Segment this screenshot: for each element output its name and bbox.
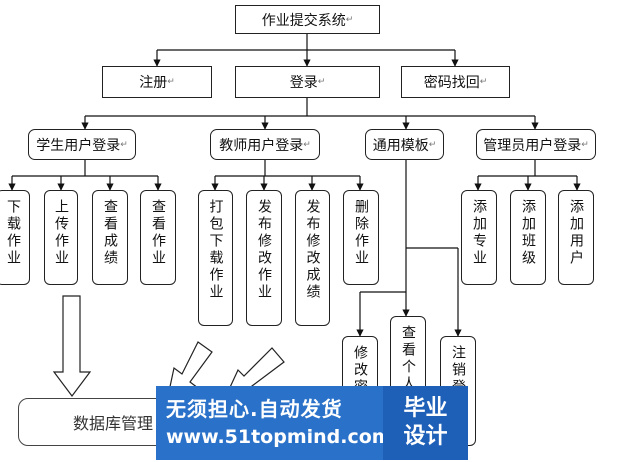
publish-edit-grades-node: 发布修改成绩 xyxy=(295,190,330,326)
general-template-label: 通用模板 xyxy=(372,137,429,154)
paragraph-mark: ↵ xyxy=(167,77,175,87)
watermark-banner: 无须担心.自动发货 www.51topmind.com 毕业 设计 xyxy=(156,386,468,460)
student-login-node: 学生用户登录↵ xyxy=(28,129,136,160)
paragraph-mark: ↵ xyxy=(303,139,311,150)
paragraph-mark: ↵ xyxy=(345,14,354,25)
paragraph-mark: ↵ xyxy=(428,139,437,150)
add-major-node: 添加专业 xyxy=(461,190,497,285)
publish-edit-grades-label: 发布修改成绩 xyxy=(304,199,321,301)
add-user-label: 添加用户 xyxy=(568,199,584,267)
teacher-login-node: 教师用户登录↵ xyxy=(210,129,320,160)
add-user-node: 添加用户 xyxy=(558,190,594,285)
view-homework-label: 查看作业 xyxy=(150,199,166,267)
admin-login-label: 管理员用户登录 xyxy=(483,137,582,154)
delete-homework-node: 删除作业 xyxy=(343,190,379,285)
add-major-label: 添加专业 xyxy=(471,199,487,267)
download-homework-node: 下载作业 xyxy=(0,190,30,285)
login-label: 登录 xyxy=(289,75,318,91)
paragraph-mark: ↵ xyxy=(581,139,589,150)
register-node: 注册↵ xyxy=(102,66,212,98)
watermark-brand-line1: 毕业 xyxy=(403,396,448,421)
add-class-node: 添加班级 xyxy=(510,190,546,285)
root-node: 作业提交系统↵ xyxy=(235,5,380,34)
view-homework-node: 查看作业 xyxy=(140,190,176,285)
package-download-node: 打包下载作业 xyxy=(198,190,233,326)
upload-homework-node: 上传作业 xyxy=(44,190,78,285)
watermark-url: www.51topmind.com xyxy=(166,426,392,448)
add-class-label: 添加班级 xyxy=(520,199,536,267)
register-label: 注册 xyxy=(139,75,168,91)
watermark-brand-line2: 设计 xyxy=(403,424,448,449)
upload-homework-label: 上传作业 xyxy=(53,199,69,267)
paragraph-mark: ↵ xyxy=(120,139,128,150)
paragraph-mark: ↵ xyxy=(479,77,488,87)
publish-edit-homework-node: 发布修改作业 xyxy=(246,190,282,326)
package-download-label: 打包下载作业 xyxy=(207,199,224,301)
login-node: 登录↵ xyxy=(235,66,380,98)
watermark-brand: 毕业 设计 xyxy=(383,386,468,460)
delete-homework-label: 删除作业 xyxy=(353,199,369,267)
paragraph-mark: ↵ xyxy=(317,77,326,87)
publish-edit-homework-label: 发布修改作业 xyxy=(256,199,272,301)
password-recovery-label: 密码找回 xyxy=(423,75,480,91)
admin-login-node: 管理员用户登录↵ xyxy=(476,129,596,160)
watermark-left: 无须担心.自动发货 www.51topmind.com xyxy=(156,386,392,460)
password-recovery-node: 密码找回↵ xyxy=(401,66,510,98)
download-homework-label: 下载作业 xyxy=(5,199,21,267)
watermark-slogan: 无须担心.自动发货 xyxy=(166,397,343,421)
student-to-database-arrow xyxy=(52,295,92,397)
view-grades-node: 查看成绩 xyxy=(92,190,128,285)
database-management-label: 数据库管理 xyxy=(73,414,154,433)
teacher-login-label: 教师用户登录 xyxy=(219,137,304,154)
general-template-node: 通用模板↵ xyxy=(365,129,444,160)
view-grades-label: 查看成绩 xyxy=(102,199,118,267)
student-login-label: 学生用户登录 xyxy=(36,137,121,154)
root-label: 作业提交系统 xyxy=(261,12,346,29)
